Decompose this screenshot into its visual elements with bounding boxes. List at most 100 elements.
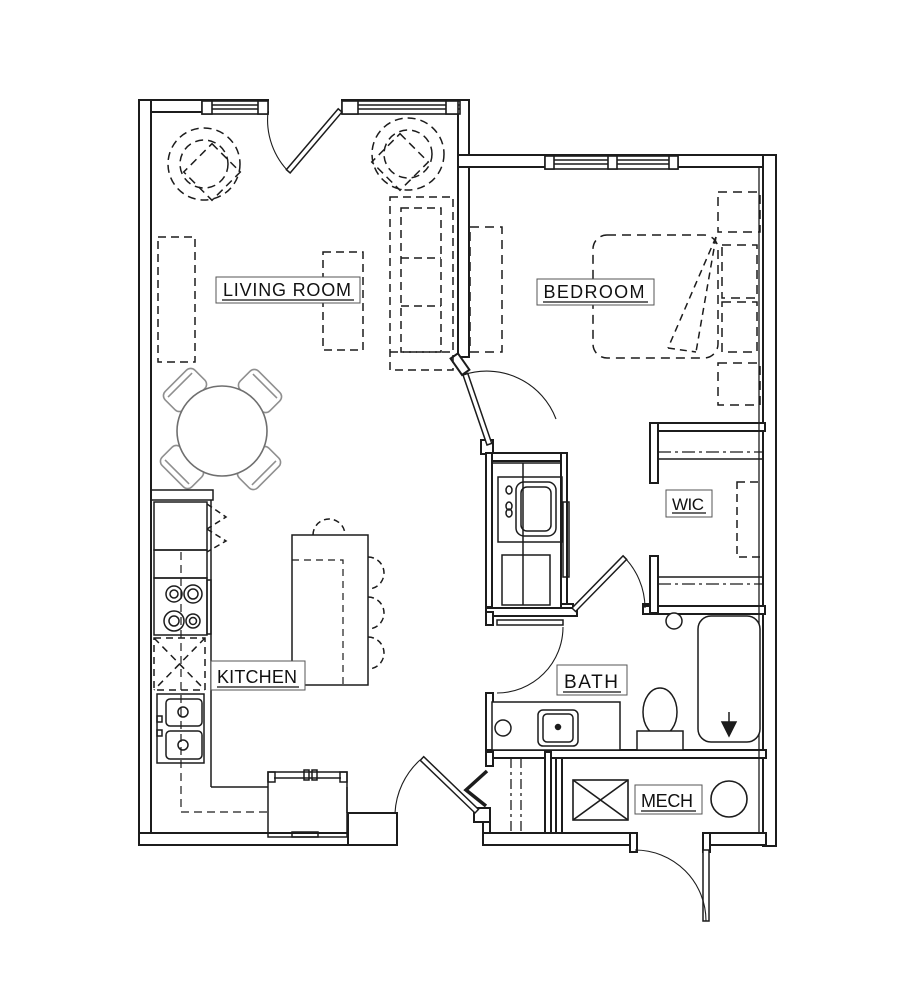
bed-fold-back xyxy=(667,236,717,353)
living-room-furniture xyxy=(157,117,454,371)
wall-laundry-top xyxy=(486,452,568,462)
wall-coat-closet-right xyxy=(544,751,552,834)
bathtub xyxy=(697,615,761,743)
dishwasher xyxy=(153,637,206,691)
living-room-label: LIVING ROOM xyxy=(223,280,353,300)
water-heater xyxy=(710,780,748,818)
barrel-chair-right xyxy=(370,117,445,192)
washer-knob xyxy=(505,501,513,511)
pillow xyxy=(721,244,758,299)
main-entry-door xyxy=(634,849,710,922)
coat-closet xyxy=(463,758,522,833)
tub-drain-icon xyxy=(720,721,738,738)
media-console xyxy=(157,236,196,363)
wic-dresser xyxy=(736,481,764,558)
label-wic: WIC xyxy=(665,489,713,518)
door-swing-arc xyxy=(267,111,291,174)
wall-bath-bottom xyxy=(485,749,767,759)
label-bath: BATH xyxy=(556,664,628,696)
bedroom-furniture xyxy=(469,191,761,406)
mech-room xyxy=(572,779,748,821)
stool xyxy=(367,636,385,670)
kitchen xyxy=(150,489,385,838)
range xyxy=(153,577,212,636)
door-swing-arc xyxy=(462,370,557,420)
bathroom xyxy=(491,612,761,751)
pillow xyxy=(721,301,758,353)
hall-bath-door xyxy=(570,554,646,613)
room-labels: LIVING ROOM BEDROOM WIC KITCHEN BATH MEC… xyxy=(210,276,713,815)
wall-wic-left-upper xyxy=(649,422,659,484)
window-living-right xyxy=(341,100,461,115)
label-living-room: LIVING ROOM xyxy=(215,276,361,304)
wall-wic-bottom xyxy=(642,605,766,615)
washer-knob xyxy=(505,508,513,518)
label-bedroom: BEDROOM xyxy=(536,278,655,306)
stool xyxy=(367,556,385,590)
wall-wic-left-lower xyxy=(649,555,659,614)
wall-diagonal-stub xyxy=(449,352,471,377)
washer-door xyxy=(515,481,557,537)
patio2-jamb-right xyxy=(702,832,711,853)
wall-laundry-left xyxy=(485,452,493,608)
patio2-jamb-left xyxy=(629,832,638,853)
stool xyxy=(312,518,346,536)
sofa xyxy=(389,196,454,371)
dining-table xyxy=(176,385,268,477)
kitchen-label: KITCHEN xyxy=(217,667,299,687)
washer-door-inner xyxy=(520,486,552,532)
windows xyxy=(201,100,679,170)
dining-set xyxy=(159,367,283,491)
wall-mech-left xyxy=(555,757,563,834)
bath-label: BATH xyxy=(564,672,620,693)
bifold-door-icon xyxy=(463,769,489,808)
label-mech: MECH xyxy=(634,784,703,815)
laundry-closet xyxy=(492,462,570,606)
bedroom-dresser xyxy=(469,226,503,353)
fridge-door-swing-icon xyxy=(206,503,228,553)
bed xyxy=(592,234,719,359)
washer-unit xyxy=(497,476,563,543)
door-swing-arc xyxy=(634,849,707,922)
vanity xyxy=(491,701,621,751)
nightstand xyxy=(717,191,761,233)
vanity-drain xyxy=(494,719,512,737)
counter-shelf xyxy=(150,489,214,501)
mech-label: MECH xyxy=(641,791,695,811)
door-swing-arc xyxy=(496,626,564,694)
wall-bottom-center xyxy=(482,832,638,846)
window-bedroom xyxy=(544,155,679,170)
wall-fixture-circle xyxy=(665,612,683,630)
washer-knob xyxy=(505,485,513,495)
wall-entry-inset xyxy=(347,812,398,846)
barrel-chair-left xyxy=(167,127,242,202)
refrigerator xyxy=(153,501,208,551)
wall-bottom-right xyxy=(709,832,767,846)
bedroom-label: BEDROOM xyxy=(544,282,647,302)
wic-label: WIC xyxy=(672,495,706,514)
door-swing-arc xyxy=(394,759,421,814)
wall-wic-top xyxy=(649,422,766,432)
bath-door xyxy=(496,619,564,694)
stool xyxy=(367,596,385,630)
patio-door xyxy=(267,107,344,174)
doors xyxy=(267,107,710,922)
wall-left xyxy=(138,99,152,846)
wall-right xyxy=(762,154,777,847)
bottom-appliance xyxy=(267,769,348,838)
wall-bath-left-upper xyxy=(485,611,494,626)
dryer-unit xyxy=(501,554,551,606)
wic-closet xyxy=(658,451,764,585)
wall-coat-closet-left xyxy=(485,751,494,767)
wall-living-bedroom-divider xyxy=(457,99,470,358)
nightstand xyxy=(717,362,761,406)
patio-door-opening xyxy=(269,98,341,114)
door-swing-arc xyxy=(622,555,646,609)
walls xyxy=(138,99,777,853)
kitchen-island xyxy=(291,518,385,686)
laundry-door-slab xyxy=(562,501,570,578)
toilet xyxy=(636,687,684,751)
label-kitchen: KITCHEN xyxy=(210,660,306,691)
